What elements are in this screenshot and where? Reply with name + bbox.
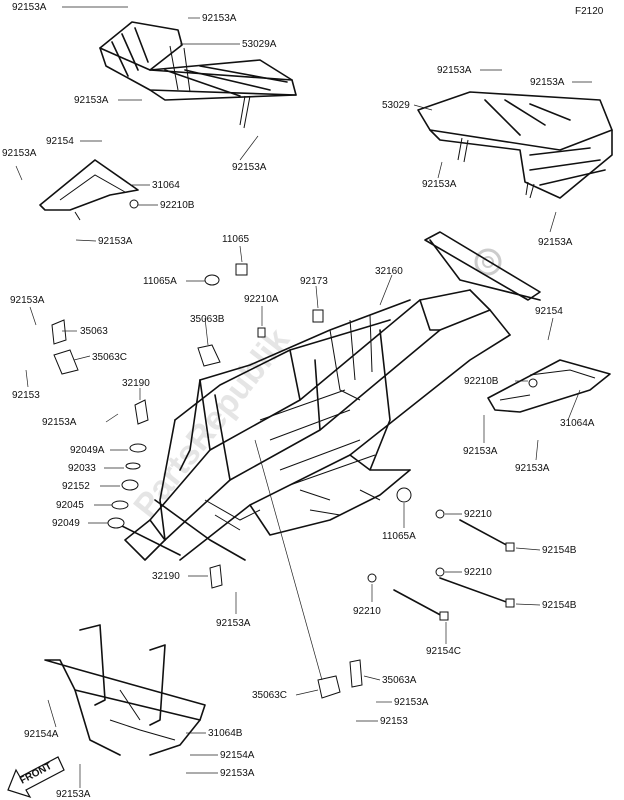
label-92153a: 92153A (2, 148, 37, 159)
label-92153a: 92153A (463, 446, 498, 457)
bolt-92154c (393, 589, 449, 621)
label-92153: 92153 (380, 716, 408, 727)
label-31064: 31064 (152, 180, 180, 191)
label-92210a: 92210A (244, 294, 279, 305)
watermark-gear-icon (474, 248, 502, 276)
label-92153a: 92153A (232, 162, 267, 173)
label-92049a: 92049A (70, 445, 105, 456)
bracket-31064 (39, 159, 139, 221)
label-92153a: 92153A (394, 697, 429, 708)
label-92154b: 92154B (542, 545, 577, 556)
label-35063c: 35063C (252, 690, 287, 701)
label-92153a: 92153A (437, 65, 472, 76)
diagram-code: F2120 (575, 6, 604, 17)
label-53029: 53029 (382, 100, 410, 111)
part-labels: 92153A 92153A 53029A 92153A 92153A 92153… (2, 2, 595, 800)
label-92153a: 92153A (530, 77, 565, 88)
label-92154b: 92154B (542, 600, 577, 611)
label-92153a: 92153A (74, 95, 109, 106)
label-92153a: 92153A (216, 618, 251, 629)
label-92153a: 92153A (10, 295, 45, 306)
bolt-92154b-lower (439, 577, 515, 608)
label-92210b: 92210B (464, 376, 499, 387)
label-92045: 92045 (56, 500, 84, 511)
label-35063b: 35063B (190, 314, 225, 325)
label-92153a: 92153A (42, 417, 77, 428)
label-35063a: 35063A (382, 675, 417, 686)
front-guard-31064b (44, 624, 206, 756)
label-92153a: 92153A (538, 237, 573, 248)
label-92173: 92173 (300, 276, 328, 287)
label-92154c: 92154C (426, 646, 461, 657)
leader-lines (15, 6, 592, 788)
label-32190: 32190 (122, 378, 150, 389)
label-92154: 92154 (535, 306, 563, 317)
bracket-35063-group (51, 319, 221, 375)
label-53029a: 53029A (242, 39, 277, 50)
main-frame-32160 (119, 231, 541, 561)
label-92153a: 92153A (98, 236, 133, 247)
rear-carrier-53029a (99, 21, 297, 129)
label-11065: 11065 (222, 234, 250, 245)
label-32190: 32190 (152, 571, 180, 582)
front-carrier-53029 (417, 91, 613, 199)
label-92210: 92210 (353, 606, 381, 617)
label-92210: 92210 (464, 567, 492, 578)
label-31064b: 31064B (208, 728, 243, 739)
label-32160: 32160 (375, 266, 403, 277)
label-92210b: 92210B (160, 200, 195, 211)
bracket-31064a (487, 359, 611, 413)
label-11065a: 11065A (143, 276, 177, 287)
label-92049: 92049 (52, 518, 80, 529)
small-parts (107, 199, 538, 589)
label-31064a: 31064A (560, 418, 595, 429)
label-92153a: 92153A (202, 13, 237, 24)
label-92152: 92152 (62, 481, 90, 492)
front-arrow: FRONT (7, 756, 65, 799)
bolt-92154b-upper (459, 519, 515, 552)
label-92153a: 92153A (422, 179, 457, 190)
label-92033: 92033 (68, 463, 96, 474)
bracket-35063a (317, 659, 363, 699)
label-92153: 92153 (12, 390, 40, 401)
label-92153a: 92153A (515, 463, 550, 474)
label-11065a: 11065A (382, 531, 416, 542)
label-35063: 35063 (80, 326, 108, 337)
label-92153a: 92153A (12, 2, 47, 13)
label-92153a: 92153A (56, 789, 91, 800)
label-92154: 92154 (46, 136, 74, 147)
label-92210: 92210 (464, 509, 492, 520)
label-92154a: 92154A (24, 729, 59, 740)
label-35063c: 35063C (92, 352, 127, 363)
label-92154a: 92154A (220, 750, 255, 761)
label-92153a: 92153A (220, 768, 255, 779)
